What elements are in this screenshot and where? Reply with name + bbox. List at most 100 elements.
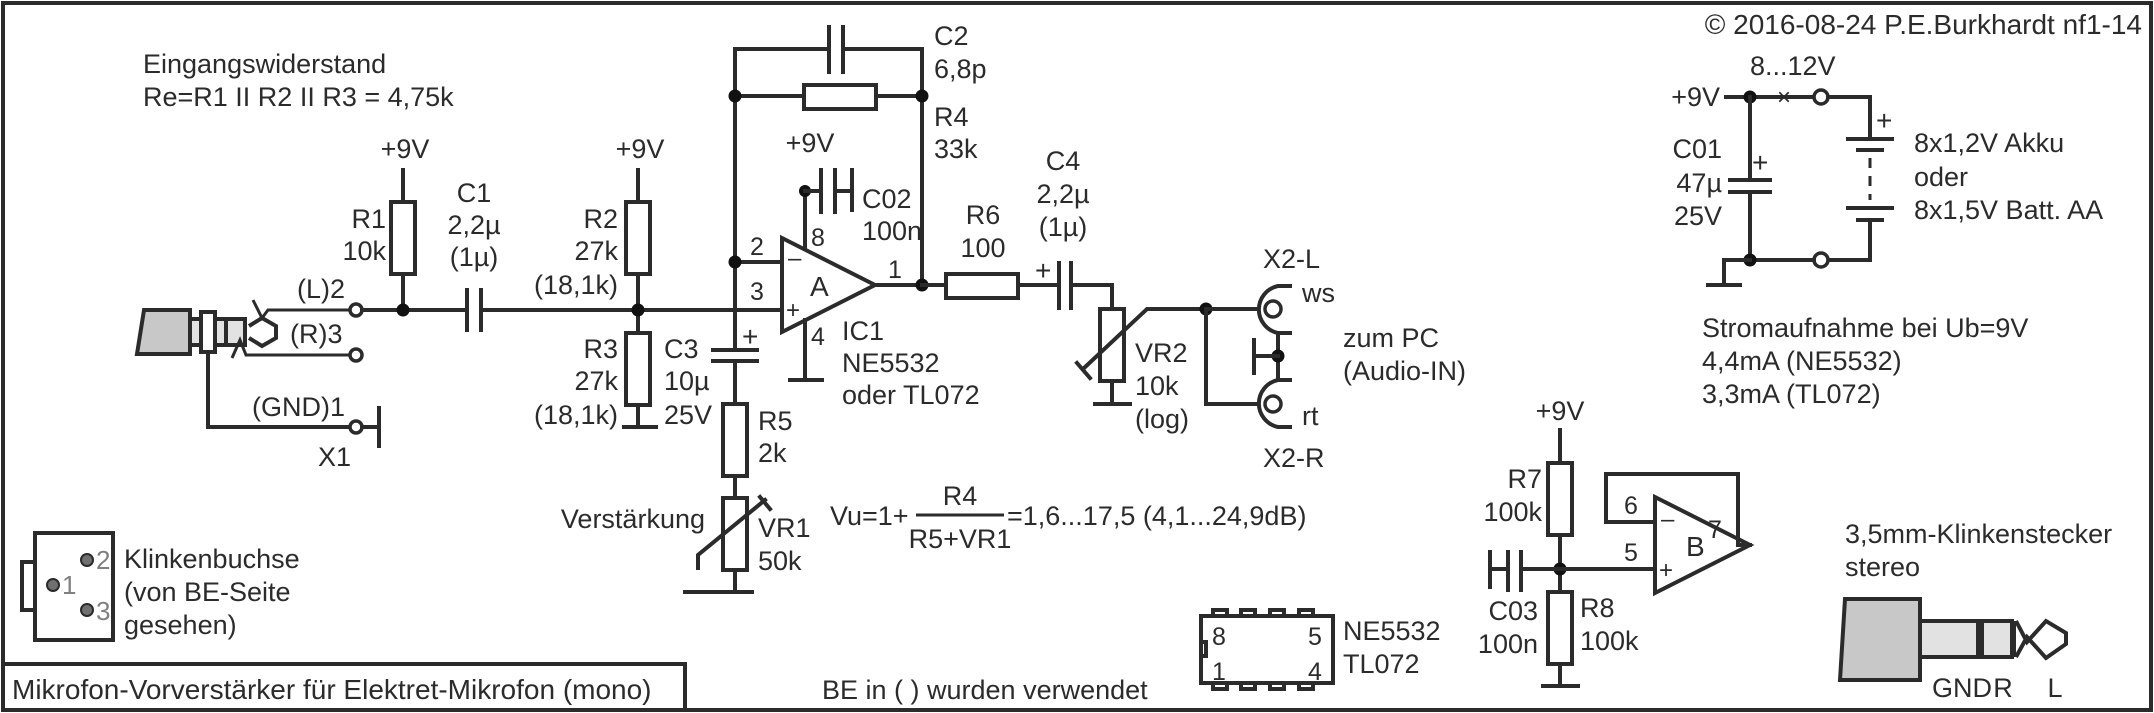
stereo-plug-icon [1837, 597, 2068, 682]
dip-pin-1: 1 [1212, 658, 1226, 686]
title: Mikrofon-Vorverstärker für Elektret-Mikr… [12, 674, 652, 705]
c03-value: 100n [1478, 629, 1538, 659]
opamp-b-minus: – [1661, 506, 1675, 533]
c02-supply: +9V [786, 128, 835, 158]
resistor-r1 [389, 200, 417, 276]
plug-legend-line2: stereo [1845, 552, 1920, 582]
jack-pin-left: (L)2 [297, 274, 345, 304]
title-box [1, 662, 687, 712]
jack-label-x1: X1 [318, 442, 351, 472]
r1-supply: +9V [381, 134, 430, 164]
plug-legend-line1: 3,5mm-Klinkenstecker [1845, 519, 2112, 549]
dip-part2: TL072 [1343, 649, 1420, 679]
socket-pin-3: 3 [96, 596, 110, 626]
r8-value: 100k [1580, 626, 1639, 656]
c1-name: C1 [457, 178, 492, 208]
c4-alt: (1µ) [1039, 212, 1088, 242]
c2-name: C2 [934, 21, 969, 51]
battery-line1: 8x1,2V Akku [1914, 128, 2064, 158]
resistor-r6 [944, 272, 1020, 300]
jack-pin-right: (R)3 [290, 319, 343, 349]
dip-pin-5: 5 [1308, 623, 1322, 651]
pin-4: 4 [811, 323, 825, 351]
r2-alt: (18,1k) [534, 270, 618, 300]
pin-1: 1 [888, 256, 902, 284]
vr1-value: 50k [758, 546, 802, 576]
c3-name: C3 [664, 334, 699, 364]
vr1-label: Verstärkung [561, 504, 705, 534]
gain-numerator: R4 [943, 481, 978, 511]
socket-legend-line3: gesehen) [124, 610, 237, 640]
current-ne5532: 4,4mA (NE5532) [1702, 346, 1902, 376]
input-plug-icon [134, 308, 278, 356]
c01-plus: + [1752, 147, 1768, 178]
dip-pin-8: 8 [1212, 623, 1226, 651]
x2-left-color: ws [1301, 278, 1335, 308]
vr2-value: 10k [1135, 371, 1179, 401]
vr2-taper: (log) [1135, 404, 1189, 434]
pin-5: 5 [1624, 539, 1638, 567]
c2-value: 6,8p [934, 54, 987, 84]
socket-legend-icon [20, 531, 115, 642]
opamp-a-unit: A [810, 271, 829, 302]
r1-name: R1 [351, 204, 386, 234]
power-range: 8...12V [1750, 51, 1836, 81]
x2-left-label: X2-L [1263, 244, 1320, 274]
plug-contact-l: L [2047, 673, 2062, 703]
pin-2: 2 [750, 233, 764, 261]
socket-pin-2: 2 [96, 545, 110, 575]
pin-7: 7 [1708, 516, 1722, 544]
dip-pin-4: 4 [1308, 658, 1322, 686]
c3-voltage: 25V [664, 400, 712, 430]
battery-line3: 8x1,5V Batt. AA [1914, 195, 2103, 225]
battery-plus: + [1876, 105, 1892, 136]
socket-legend-line2: (von BE-Seite [124, 577, 291, 607]
socket-legend-line1: Klinkenbuchse [124, 544, 300, 574]
x2-right-label: X2-R [1263, 443, 1325, 473]
footnote: BE in ( ) wurden verwendet [822, 675, 1148, 705]
opamp-a [780, 234, 880, 336]
jack-pin-gnd: (GND)1 [252, 392, 345, 422]
pin-8: 8 [811, 224, 825, 252]
pin-6: 6 [1624, 492, 1638, 520]
copyright: © 2016-08-24 P.E.Burkhardt nf1-14 [1705, 9, 2142, 40]
r4-value: 33k [934, 134, 978, 164]
potentiometer-vr2 [1098, 307, 1126, 383]
ic1-alt: oder TL072 [842, 380, 980, 410]
dip-package-icon [1199, 608, 1335, 691]
c01-voltage: 25V [1674, 201, 1722, 231]
r2-supply: +9V [616, 134, 665, 164]
dest-line2: (Audio-IN) [1343, 356, 1466, 386]
c01-name: C01 [1672, 134, 1722, 164]
c3-plus: + [742, 321, 758, 352]
c4-plus: + [1035, 255, 1051, 286]
c02-value: 100n [862, 216, 922, 246]
supply-break-mark: × [1777, 84, 1791, 111]
r2-value: 27k [574, 236, 618, 266]
output-jack-right-icon [1256, 378, 1292, 429]
vr2-name: VR2 [1135, 338, 1188, 368]
r8-name: R8 [1580, 593, 1615, 623]
gain-denominator: R5+VR1 [909, 524, 1012, 554]
socket-pin-1: 1 [62, 570, 76, 600]
opamp-b-plus: + [1659, 557, 1673, 584]
r7-value: 100k [1483, 497, 1542, 527]
c02-name: C02 [862, 184, 912, 214]
resistor-r5 [721, 402, 749, 478]
resistor-r2 [624, 200, 652, 276]
power-supply-label: +9V [1671, 82, 1720, 112]
r6-value: 100 [960, 233, 1005, 263]
ic1-name: IC1 [842, 316, 884, 346]
r5-value: 2k [758, 438, 787, 468]
r1-value: 10k [342, 236, 386, 266]
r7-name: R7 [1507, 464, 1542, 494]
x2-right-color: rt [1302, 401, 1319, 431]
r3-name: R3 [583, 334, 618, 364]
plug-contact-gnd: GND [1932, 673, 1992, 703]
opamp-b [1653, 493, 1755, 597]
battery-line2: oder [1914, 162, 1968, 192]
ic1-part: NE5532 [842, 348, 940, 378]
resistor-r8 [1546, 590, 1574, 666]
r4-name: R4 [934, 102, 969, 132]
